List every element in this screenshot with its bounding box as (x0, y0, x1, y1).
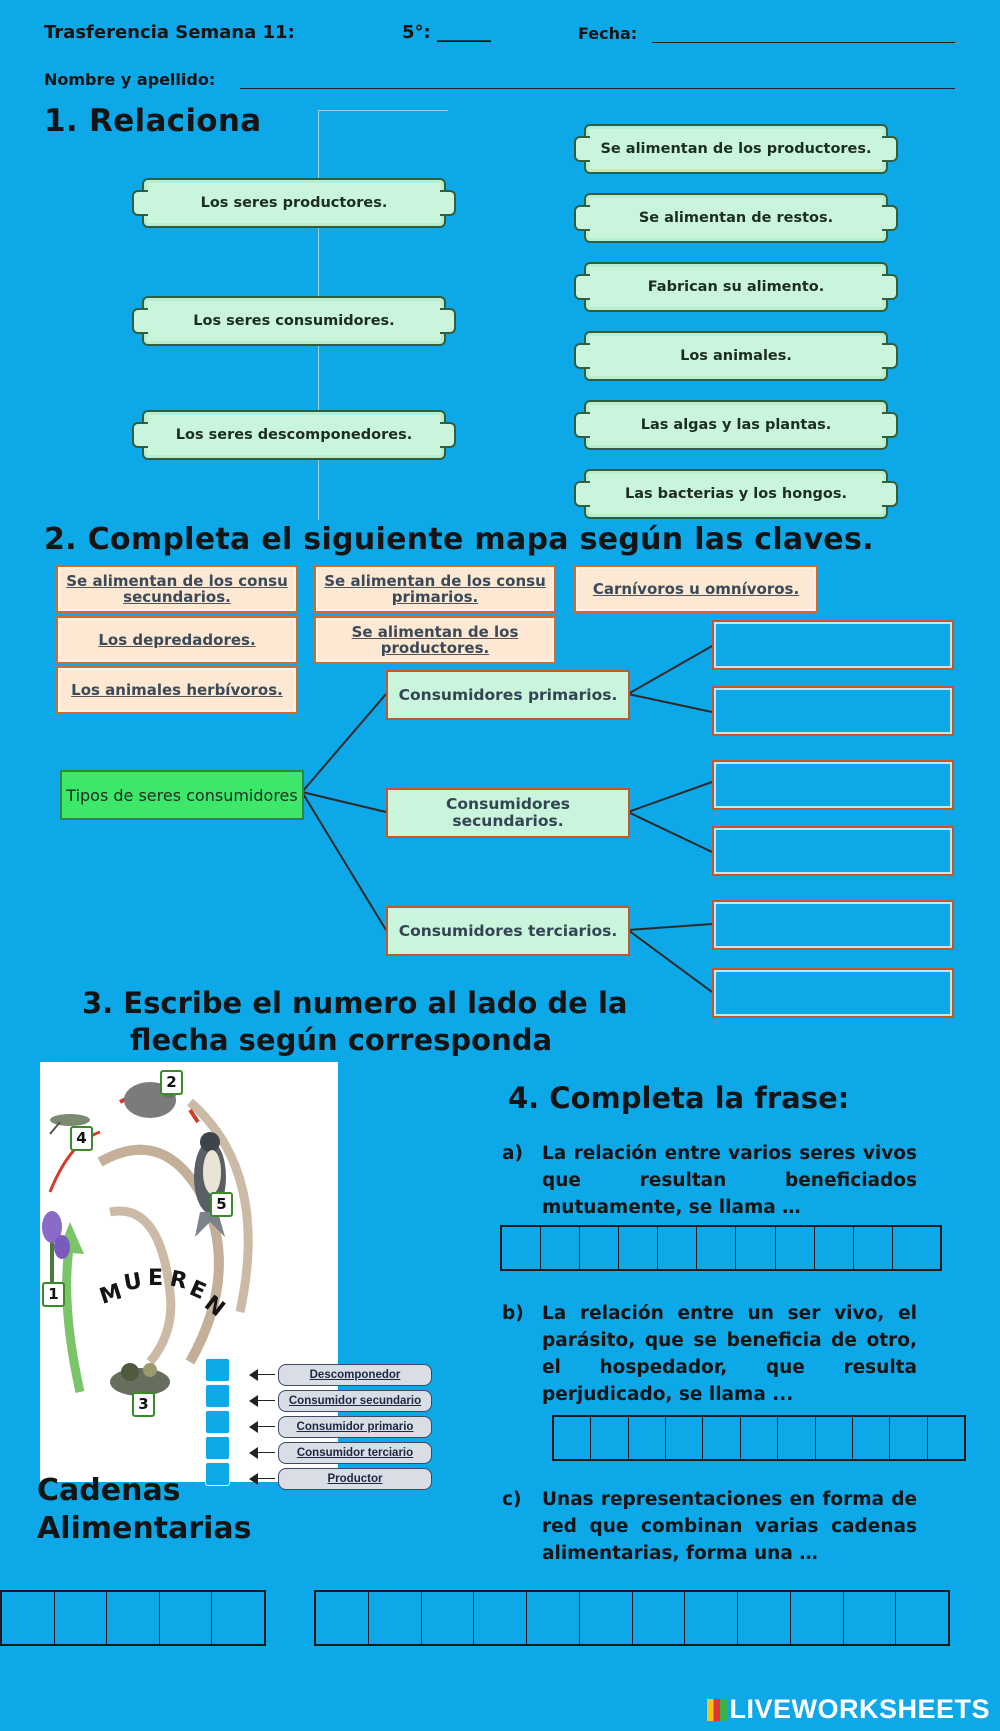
name-field[interactable] (240, 88, 955, 89)
badge-5: 5 (210, 1192, 233, 1217)
number-input[interactable] (205, 1410, 230, 1434)
number-input[interactable] (205, 1462, 230, 1486)
left-item[interactable]: Los seres consumidores. (132, 296, 456, 346)
falcon-icon (194, 1132, 226, 1237)
date-label: Fecha: (578, 24, 638, 43)
key-card[interactable]: Se alimentan de los productores. (314, 616, 556, 664)
logo-icon (707, 1699, 728, 1721)
divider-top (318, 110, 448, 111)
section3-title-line2: flecha según corresponda (130, 1023, 553, 1057)
badge-3: 3 (132, 1392, 155, 1417)
arrow-label: Productor (249, 1468, 432, 1490)
worksheet-title: Trasferencia Semana 11: (44, 22, 295, 43)
node-primary: Consumidores primarios. (386, 670, 630, 720)
right-item[interactable]: Se alimentan de los productores. (574, 124, 898, 174)
name-label: Nombre y apellido: (44, 70, 216, 89)
concept-map-connectors (301, 645, 713, 993)
key-card[interactable]: Los depredadores. (56, 616, 298, 664)
node-secondary: Consumidores secundarios. (386, 788, 630, 838)
node-tertiary: Consumidores terciarios. (386, 906, 630, 956)
section1-title: 1. Relaciona (44, 103, 262, 139)
grade-label: 5°: ______ (402, 22, 492, 43)
key-card[interactable]: Se alimentan de los consu secundarios. (56, 565, 298, 613)
badge-1: 1 (42, 1282, 65, 1307)
letter-grid-a[interactable] (500, 1225, 942, 1271)
answer-slot[interactable] (712, 968, 954, 1018)
section2-title: 2. Completa el siguiente mapa según las … (44, 522, 874, 557)
brand-logo: LIVEWORKSHEETS (707, 1694, 990, 1725)
muere-letter: E (148, 1266, 164, 1291)
arrow-label: Consumidor primario (249, 1416, 432, 1438)
section3-title-line1: 3. Escribe el numero al lado de la (82, 986, 628, 1020)
number-input[interactable] (205, 1358, 230, 1382)
left-item[interactable]: Los seres productores. (132, 178, 456, 228)
grasshopper-icon (49, 1114, 90, 1135)
number-input[interactable] (205, 1384, 230, 1408)
badge-4: 4 (70, 1126, 93, 1151)
date-field[interactable] (652, 42, 955, 43)
letter-grid-c1[interactable] (0, 1590, 266, 1646)
badge-2: 2 (160, 1070, 183, 1095)
letter-grid-c2[interactable] (314, 1590, 950, 1646)
section4-title: 4. Completa la frase: (508, 1081, 850, 1115)
number-input[interactable] (205, 1436, 230, 1460)
right-item[interactable]: Las bacterias y los hongos. (574, 469, 898, 519)
decomposer-icon (110, 1363, 170, 1396)
key-card[interactable]: Los animales herbívoros. (56, 666, 298, 714)
right-item[interactable]: Fabrican su alimento. (574, 262, 898, 312)
right-item[interactable]: Las algas y las plantas. (574, 400, 898, 450)
arrow-label: Consumidor secundario (249, 1390, 432, 1412)
letter-grid-b[interactable] (552, 1415, 966, 1461)
answer-slot[interactable] (712, 760, 954, 810)
answer-slot[interactable] (712, 686, 954, 736)
answer-slot[interactable] (712, 620, 954, 670)
arrow-label: Descomponedor (249, 1364, 432, 1386)
root-node: Tipos de seres consumidores (60, 770, 304, 820)
plant-icon (42, 1211, 70, 1292)
key-card[interactable]: Carnívoros u omnívoros. (574, 565, 818, 613)
right-item[interactable]: Los animales. (574, 331, 898, 381)
right-item[interactable]: Se alimentan de restos. (574, 193, 898, 243)
answer-slot[interactable] (712, 826, 954, 876)
green-arrow-icon (62, 1241, 85, 1393)
answer-slot[interactable] (712, 900, 954, 950)
arrow-label: Consumidor terciario (249, 1442, 432, 1464)
key-card[interactable]: Se alimentan de los consu primarios. (314, 565, 556, 613)
caption: Cadenas Alimentarias (37, 1473, 252, 1546)
left-item[interactable]: Los seres descomponedores. (132, 410, 456, 460)
